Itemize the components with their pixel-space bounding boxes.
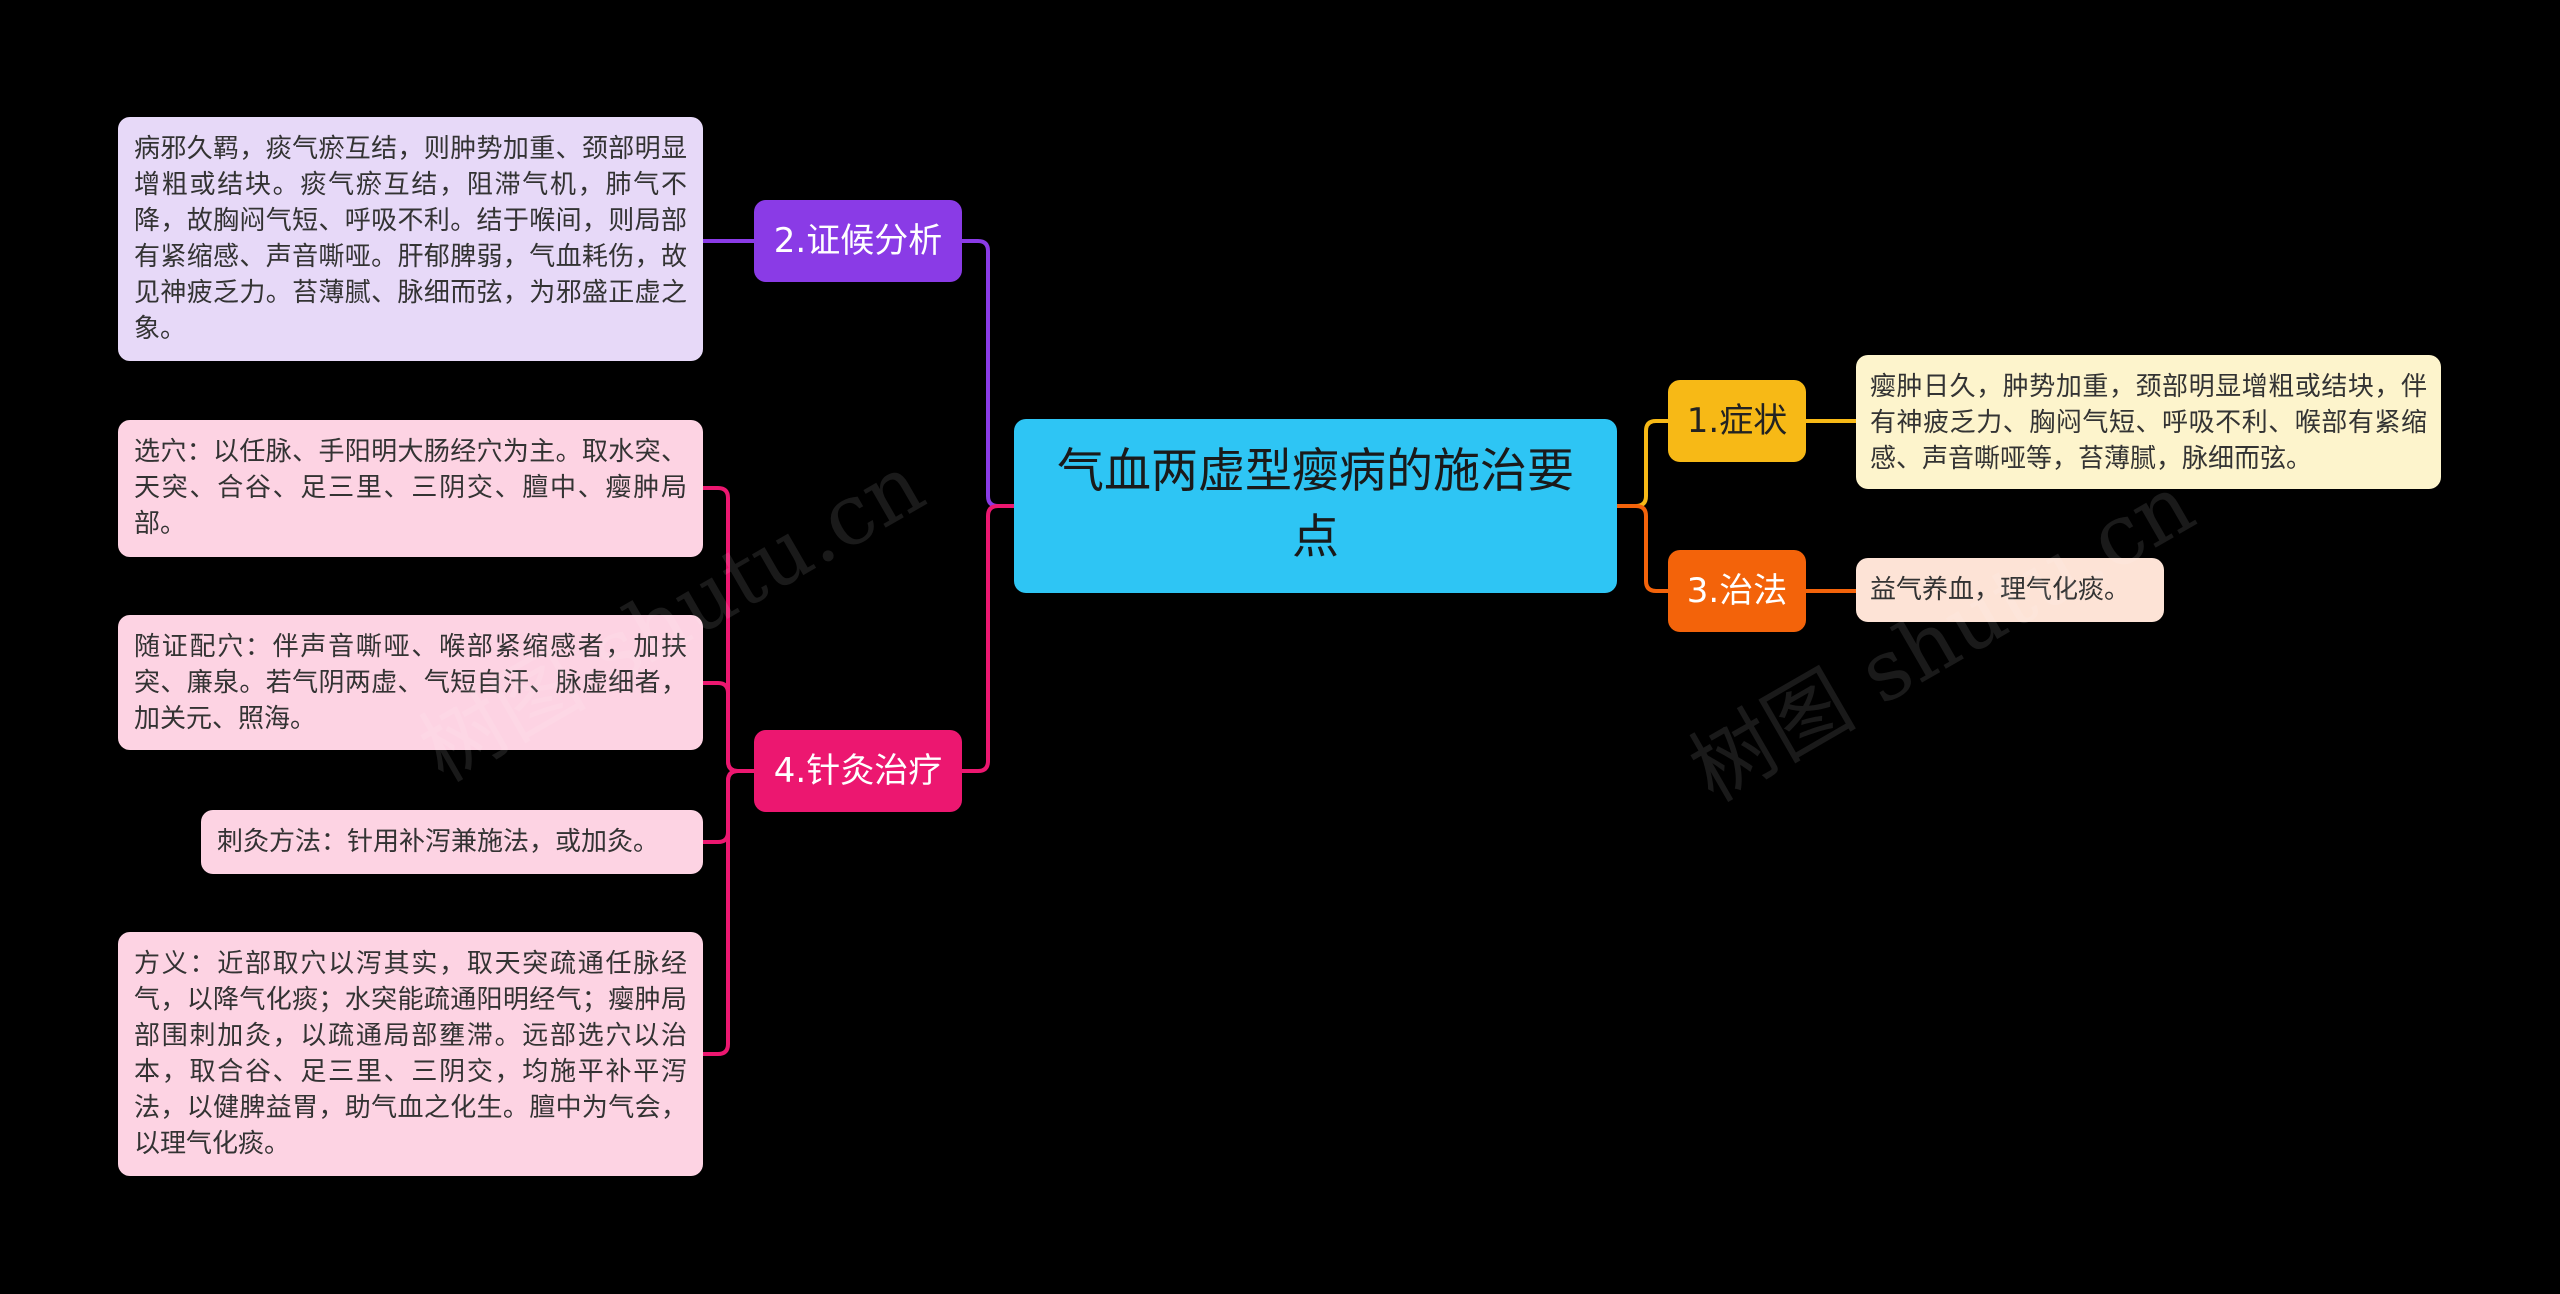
leaf-prescription-rationale[interactable]: 方义：近部取穴以泻其实，取天突疏通任脉经气，以降气化痰；水突能疏通阳明经气；瘿肿… — [118, 932, 703, 1176]
branch-treatment[interactable]: 3.治法 — [1668, 550, 1806, 632]
link-acu-leaf-4 — [703, 769, 754, 1056]
link-root-treatment — [1617, 504, 1668, 593]
link-acu-leaf-2 — [703, 681, 754, 773]
leaf-treatment[interactable]: 益气养血，理气化痰。 — [1856, 558, 2164, 622]
leaf-symptoms[interactable]: 瘿肿日久，肿势加重，颈部明显增粗或结块，伴有神疲乏力、胸闷气短、呼吸不利、喉部有… — [1856, 355, 2441, 489]
root-topic[interactable]: 气血两虚型瘿病的施治要点 — [1014, 419, 1617, 593]
leaf-analysis[interactable]: 病邪久羁，痰气瘀互结，则肿势加重、颈部明显增粗或结块。痰气瘀互结，阻滞气机，肺气… — [118, 117, 703, 361]
branch-acupuncture[interactable]: 4.针灸治疗 — [754, 730, 962, 812]
branch-analysis[interactable]: 2.证候分析 — [754, 200, 962, 282]
link-root-analysis — [962, 239, 1014, 508]
leaf-supplementary-points[interactable]: 随证配穴：伴声音嘶哑、喉部紧缩感者，加扶突、廉泉。若气阴两虚、气短自汗、脉虚细者… — [118, 615, 703, 750]
link-root-acupuncture — [962, 504, 1014, 773]
leaf-needling-method[interactable]: 刺灸方法：针用补泻兼施法，或加灸。 — [201, 810, 703, 874]
link-root-symptoms — [1617, 419, 1668, 508]
branch-symptoms[interactable]: 1.症状 — [1668, 380, 1806, 462]
leaf-acupoint-selection[interactable]: 选穴：以任脉、手阳明大肠经穴为主。取水突、天突、合谷、足三里、三阴交、膻中、瘿肿… — [118, 420, 703, 557]
